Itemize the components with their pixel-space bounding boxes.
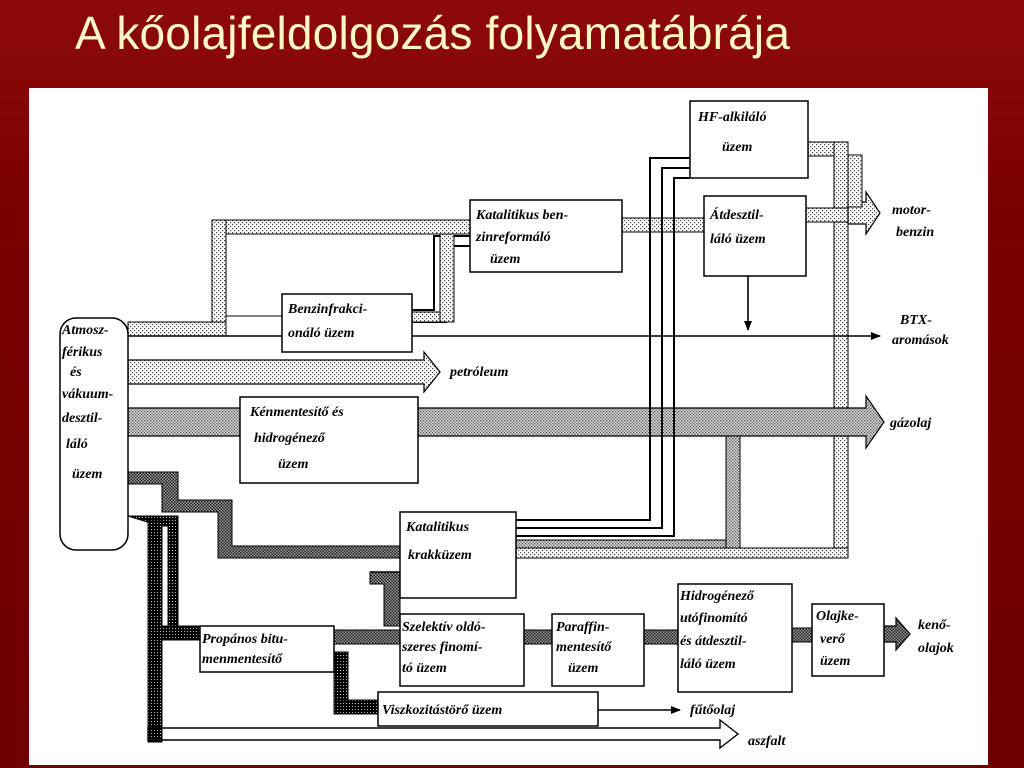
stream-krakk-hf-3 [516,177,690,537]
label-atmos-3: vákuum- [62,387,114,402]
arrow-petroleum [127,350,441,394]
stream-paraffin-hidrogen [643,629,679,645]
product-motorbenzin-0: motor- [892,203,931,218]
label-hidrogenezo-3: láló üzem [680,657,736,672]
label-propanos-1: menmentesítő [202,652,283,667]
label-krakk-0: Katalitikus [405,520,470,535]
unit-atmos [59,317,129,551]
label-hf-0: HF-alkiláló [697,110,766,125]
label-hidrogenezo-2: és átdesztil- [680,634,747,649]
stream-propan-szelektiv [333,629,401,645]
stream-benzin-top [211,219,471,235]
label-atdeszt-1: láló üzem [710,232,766,247]
label-szelektiv-2: tó üzem [402,661,447,676]
label-atmos-4: desztil- [62,411,103,426]
label-reform-0: Katalitikus ben- [475,208,569,223]
unit-paraffin [551,613,645,687]
product-aszfalt: aszfalt [748,734,786,749]
label-reform-1: zinreformáló [475,230,551,245]
product-petroleum: petróleum [449,365,508,380]
unit-benzinfrakc [281,293,413,353]
stream-krakk-gazolaj-up [725,435,741,555]
label-szelektiv-0: Szelektív oldó- [402,620,486,635]
label-atmos-0: Atmosz- [61,323,109,338]
unit-hf [689,100,809,179]
stream-krakk-benzin [515,547,849,559]
label-propanos-0: Propános bitu- [202,632,288,647]
label-olajkevero-2: üzem [820,654,850,669]
label-olajkevero-0: Olajke- [816,609,859,624]
stream-krakk-hf-1 [516,157,690,521]
label-atdeszt-0: Átdesztil- [709,206,764,223]
stream-hidrogen-olajkev [791,627,813,643]
product-kenoolajok-1: olajok [918,641,954,656]
label-paraffin-1: mentesítő [556,640,612,655]
unit-reform [469,199,623,273]
product-btx-1: aromások [892,333,949,348]
label-atmos-1: férikus [62,345,103,360]
flow-streams [127,141,911,750]
unit-szelektiv [399,613,525,687]
stream-hf-down [833,141,849,558]
arrow-kenoolajok [883,616,911,652]
unit-atdeszt [703,195,807,277]
stream-benzin-entry [127,321,227,337]
stream-atdeszt-out [805,207,849,223]
label-atmos-5: láló [66,437,88,452]
stream-residue-propan [161,625,201,641]
label-hidrogenezo-1: utófinomító [680,611,748,626]
label-hidrogenezo-0: Hidrogénező [679,589,755,604]
unit-hidrogenezo [677,583,793,693]
label-benzinfrakc-1: onáló üzem [288,326,355,341]
product-motorbenzin-1: benzin [896,225,934,240]
unit-kenmentesito [239,396,419,484]
label-benzinfrakc-0: Benzinfrakci- [287,302,368,317]
label-reform-2: üzem [490,252,520,267]
product-kenoolajok-0: kenő- [918,618,951,633]
process-units [59,100,885,727]
label-kenmentesito-1: hidrogénező [254,431,326,446]
product-labels: motor- benzin BTX- aromások petróleum gá… [449,203,954,749]
unit-olajkevero [811,603,885,677]
label-kenmentesito-0: Kénmentesítő és [249,405,344,420]
arrow-aszfalt [147,718,740,750]
slide-title: A kőolajfeldolgozás folyamatábrája [75,7,791,59]
stream-motorbenzin-feed [847,154,863,208]
stream-propan-viszko-h [333,699,379,715]
unit-viszko [377,691,599,727]
stream-benzin-left [211,219,227,329]
label-paraffin-0: Paraffin- [556,620,610,635]
label-kenmentesito-2: üzem [278,457,308,472]
unit-krakk [399,511,517,599]
product-futoolaj: fűtőolaj [690,703,735,718]
label-olajkevero-1: verő [820,632,846,647]
product-btx-0: BTX- [899,313,932,328]
stream-residue-main [147,519,163,743]
label-atmos-2: és [70,365,82,380]
stream-szelektiv-paraffin [523,629,553,645]
label-paraffin-2: üzem [568,661,598,676]
stream-krakk-hf-2 [516,167,690,529]
unit-labels: Atmosz- férikus és vákuum- desztil- láló… [61,110,859,718]
unit-propanos [199,625,335,673]
label-szelektiv-1: szeres finomí- [401,640,483,655]
product-gazolaj: gázolaj [889,416,931,431]
stream-benzfrakc-up [439,233,455,323]
label-krakk-1: krakküzem [408,548,472,563]
label-viszko-0: Viszkozitástörő üzem [382,703,502,718]
label-atmos-6: üzem [72,467,102,482]
label-hf-1: üzem [722,140,752,155]
